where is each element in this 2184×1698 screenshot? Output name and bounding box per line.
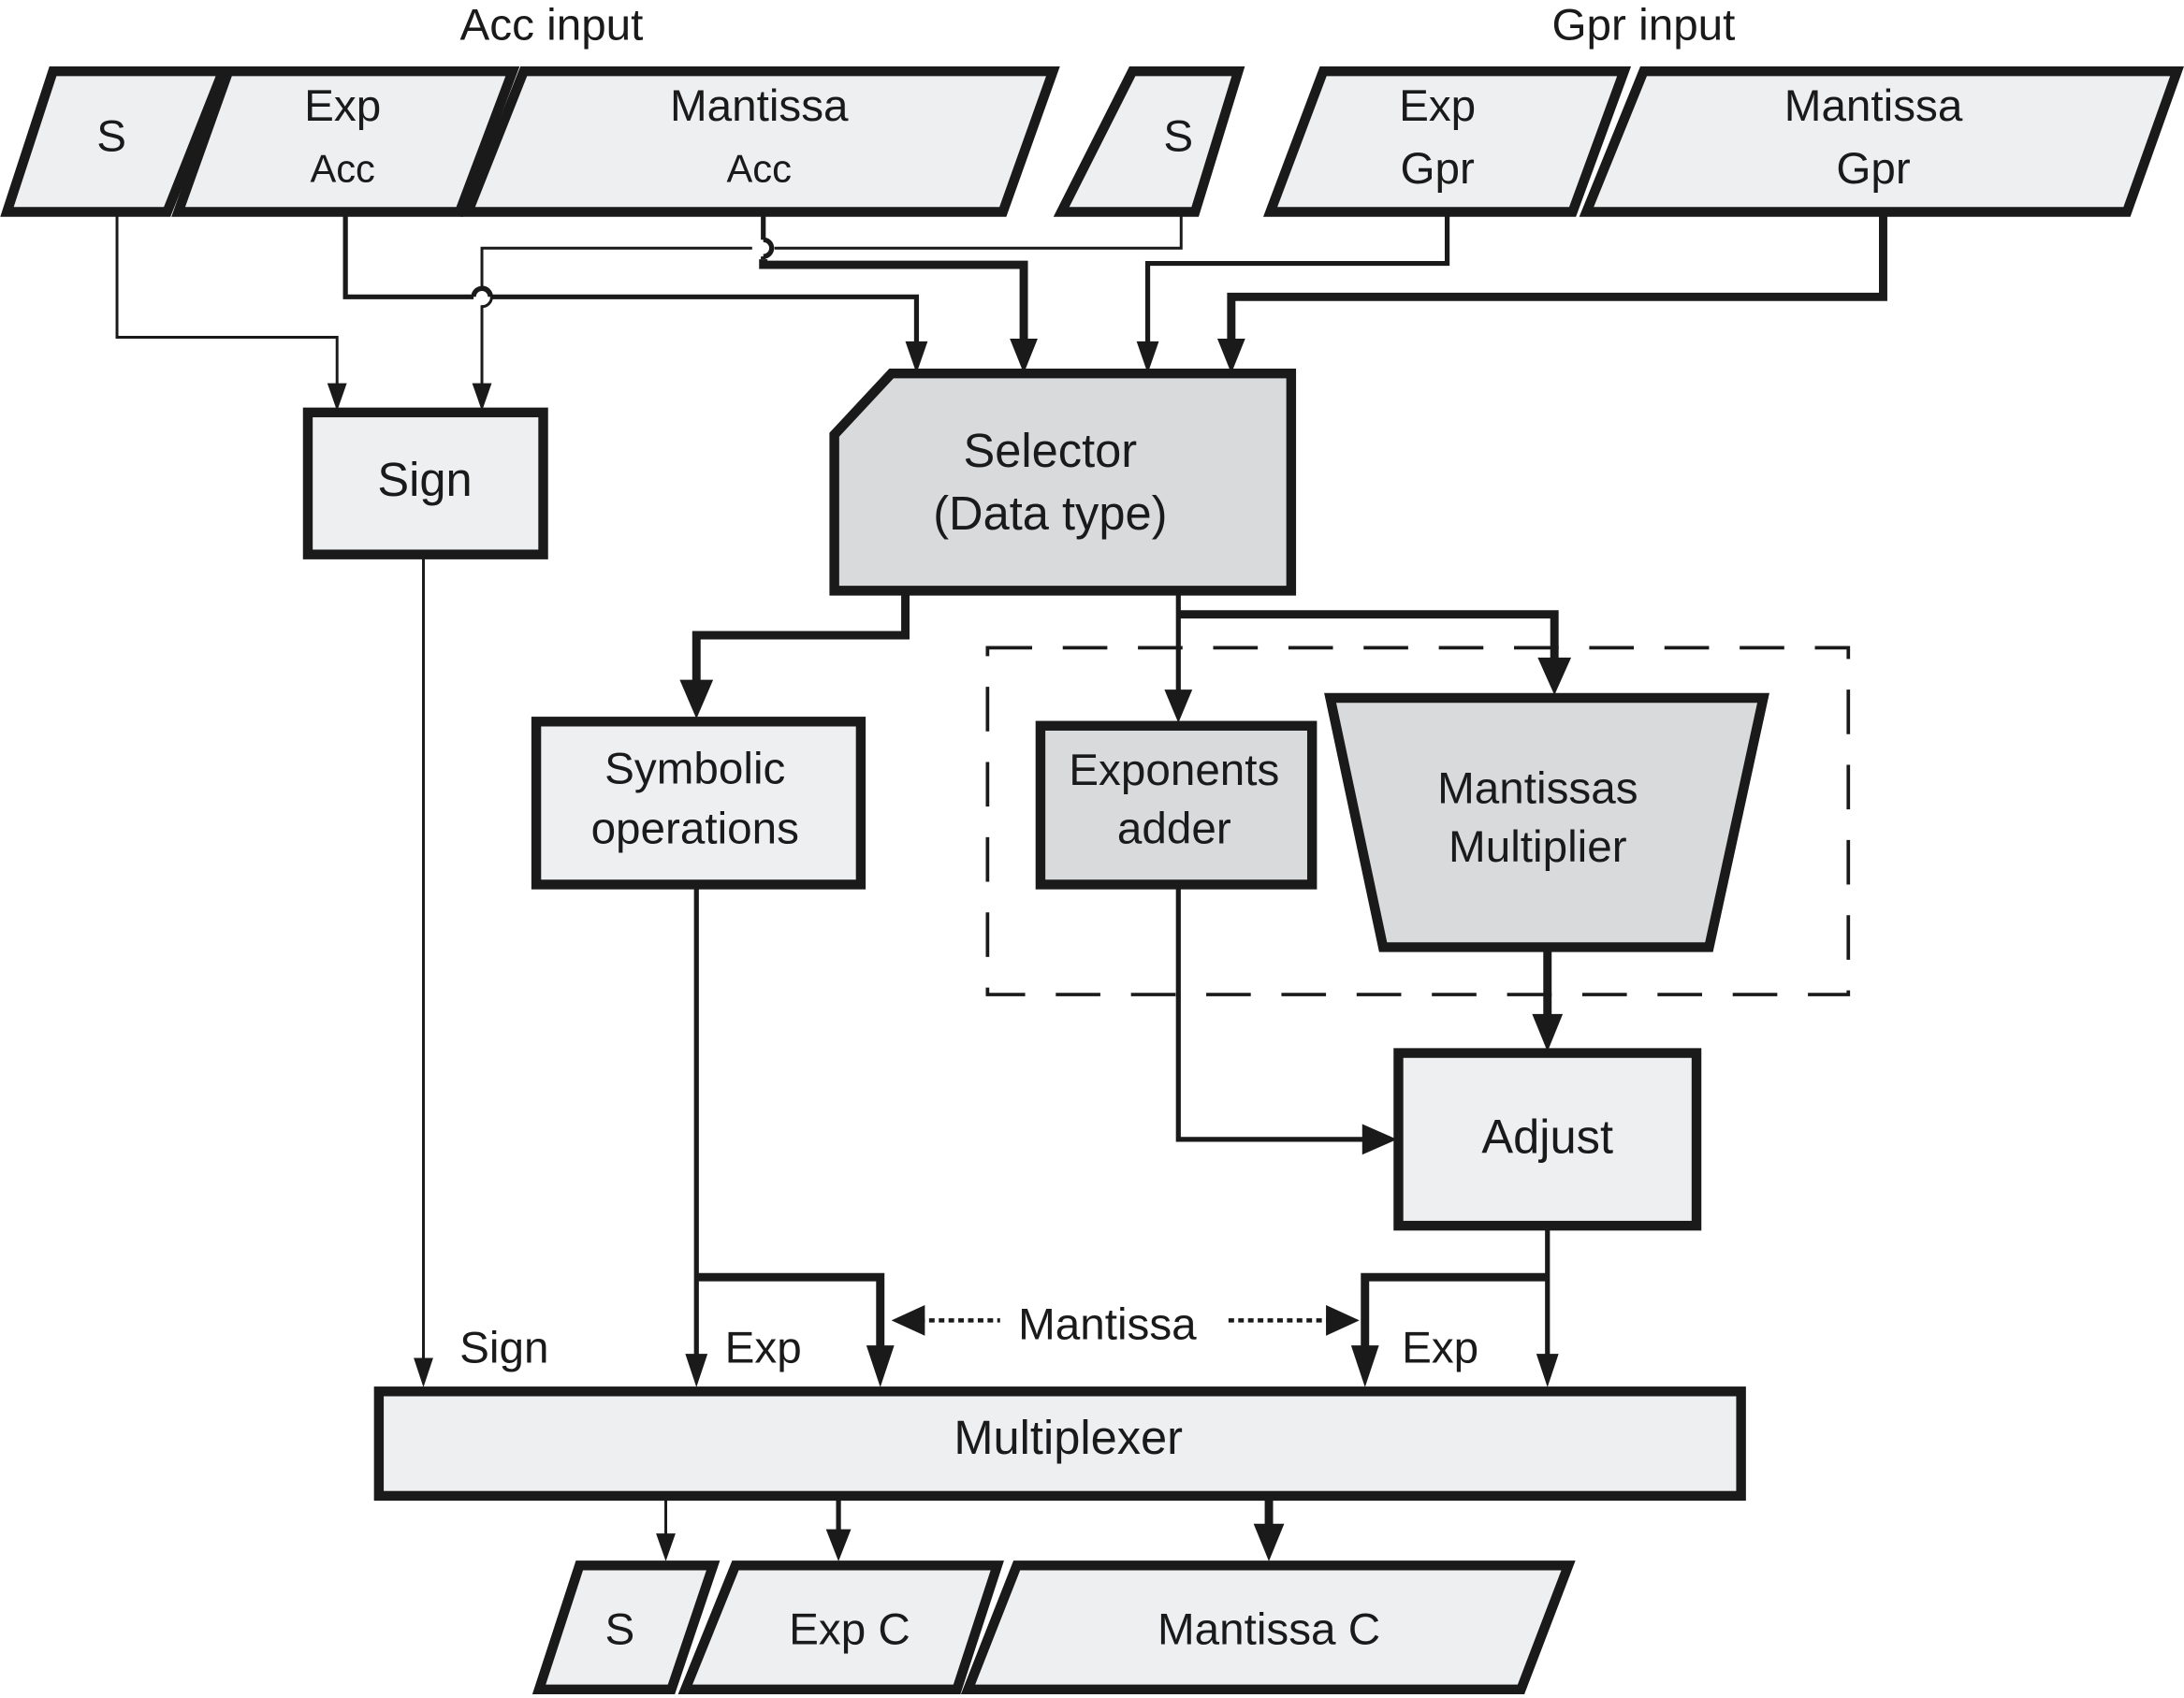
arrow-to-mux-exp-right <box>1536 1354 1559 1387</box>
arrow-to-symbolic <box>679 679 714 719</box>
wire-acc-sign-to-sign <box>115 211 339 398</box>
multiplexer-label: Multiplexer <box>954 1411 1183 1464</box>
arrow-to-sign-2 <box>472 383 492 412</box>
exp-adder-label-1: Exponents <box>1069 746 1279 795</box>
acc-sign-input: S <box>0 65 230 217</box>
symbolic-operations-block: Symbolic operations <box>531 717 866 890</box>
wire-selector-to-mant-mult <box>1178 610 1559 676</box>
arrow-mantissa-right <box>1326 1304 1360 1336</box>
mant-mult-label-2: Multiplier <box>1449 822 1627 872</box>
wire-exp-adder-to-adjust <box>1175 887 1373 1142</box>
multiplexer-block: Multiplexer <box>373 1386 1746 1502</box>
arrowheads <box>327 338 1572 1561</box>
arrow-to-selector-2 <box>1010 338 1038 374</box>
sign-block-label: Sign <box>377 453 472 506</box>
acc-sign-label: S <box>96 112 126 162</box>
edge-label-exp-right: Exp <box>1402 1324 1478 1373</box>
gpr-exp-label-1: Exp <box>1399 81 1476 131</box>
wire-mant-acc-to-selector <box>759 259 1028 356</box>
gpr-exp-label-2: Gpr <box>1400 144 1475 194</box>
mantissas-multiplier-block: Mantissas Multiplier <box>1324 692 1769 952</box>
sign-block: Sign <box>302 407 548 559</box>
output-sign-label: S <box>605 1604 635 1654</box>
selector-block: Selector (Data type) <box>829 368 1297 596</box>
acc-input-label: Acc input <box>460 1 644 51</box>
exp-adder-label-2: adder <box>1117 804 1231 853</box>
gpr-mantissa-label-2: Gpr <box>1836 144 1911 194</box>
edge-label-mantissa: Mantissa <box>1018 1299 1197 1349</box>
exponents-adder-block: Exponents adder <box>1035 720 1318 890</box>
acc-mantissa-label-2: Acc <box>727 146 792 190</box>
wire-mant-gpr-to-selector <box>1227 211 1887 356</box>
symbolic-label-1: Symbolic <box>604 744 785 793</box>
acc-exp-label-2: Acc <box>310 146 374 190</box>
arrow-to-out-sign <box>656 1533 676 1561</box>
arrow-to-adjust-left <box>1361 1124 1397 1155</box>
acc-exp-label-1: Exp <box>304 81 381 131</box>
acc-exp-input: Exp Acc <box>171 65 520 217</box>
output-sign: S <box>531 1560 721 1695</box>
gpr-sign-input: S <box>1053 65 1245 217</box>
wire-hop-mant <box>763 237 775 259</box>
acc-mantissa-input: Mantissa Acc <box>460 65 1060 217</box>
output-mantissa: Mantissa C <box>960 1560 1576 1695</box>
connectors <box>115 211 1887 1544</box>
arrow-to-selector-1 <box>905 341 928 374</box>
output-mantissa-label: Mantissa C <box>1158 1604 1380 1654</box>
symbolic-label-2: operations <box>591 804 799 853</box>
acc-mantissa-label-1: Mantissa <box>670 81 849 131</box>
arrow-to-selector-3 <box>1136 341 1159 374</box>
edge-label-sign: Sign <box>459 1324 548 1373</box>
gpr-sign-label: S <box>1163 112 1193 162</box>
arrow-to-mux-mant-right <box>1350 1345 1379 1387</box>
selector-label-1: Selector <box>964 424 1138 477</box>
arrow-to-sign-1 <box>327 383 347 412</box>
wire-adjust-mant-to-mux <box>1361 1272 1548 1358</box>
wire-selector-to-symbolic <box>692 594 910 697</box>
output-exp-label: Exp C <box>789 1604 910 1654</box>
arrow-to-adjust-top <box>1532 1013 1564 1052</box>
arrow-to-selector-4 <box>1216 338 1245 374</box>
arrow-to-mux-exp-left <box>685 1354 708 1387</box>
edge-label-exp-left: Exp <box>725 1324 802 1373</box>
gpr-mantissa-input: Mantissa Gpr <box>1579 65 2184 217</box>
wire-symbolic-mant-to-mux <box>696 1272 885 1358</box>
wire-exp-acc-to-selector <box>342 211 920 356</box>
mant-mult-label-1: Mantissas <box>1437 763 1638 813</box>
output-exp: Exp C <box>677 1560 1004 1695</box>
arrow-to-out-mant <box>1253 1523 1285 1561</box>
gpr-input-label: Gpr input <box>1552 1 1736 51</box>
arrow-to-mant-mult <box>1537 657 1572 696</box>
gpr-mantissa-label-1: Mantissa <box>1784 81 1963 131</box>
adjust-block: Adjust <box>1393 1048 1702 1231</box>
wire-exp-gpr-to-selector <box>1144 211 1450 356</box>
wire-hop-exp <box>471 285 493 298</box>
arrow-to-out-exp <box>825 1529 852 1561</box>
arrow-to-exp-adder <box>1164 689 1193 723</box>
selector-label-2: (Data type) <box>933 486 1167 540</box>
gpr-exp-input: Exp Gpr <box>1263 65 1632 217</box>
arrow-to-mux-sign <box>414 1357 433 1387</box>
adjust-label: Adjust <box>1481 1110 1613 1164</box>
arrow-to-mux-mant-left <box>866 1345 895 1387</box>
arrow-mantissa-left <box>891 1304 925 1336</box>
